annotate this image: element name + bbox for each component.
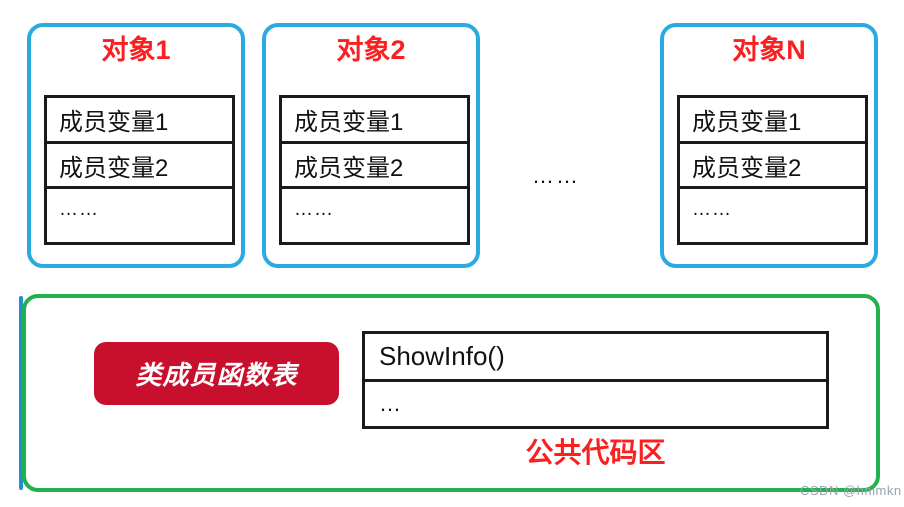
member-variable-table-2: 成员变量1 成员变量2 …… [279, 95, 470, 245]
member-function-table: ShowInfo() … [362, 331, 829, 429]
public-code-region-label: 公共代码区 [525, 437, 666, 468]
member-variable-row: 成员变量2 [47, 144, 232, 190]
member-variable-row: 成员变量1 [47, 98, 232, 144]
function-row-showinfo: ShowInfo() [365, 334, 826, 382]
public-code-region[interactable]: 类成员函数表 ShowInfo() … 公共代码区 [22, 294, 880, 492]
member-variable-table-1: 成员变量1 成员变量2 …… [44, 95, 235, 245]
member-variable-row: 成员变量2 [282, 144, 467, 190]
object-card-n[interactable]: 对象N 成员变量1 成员变量2 …… [660, 23, 878, 268]
member-variable-row-ellipsis: …… [294, 199, 334, 221]
code-region-edge-accent [19, 296, 23, 490]
object-card-1[interactable]: 对象1 成员变量1 成员变量2 …… [27, 23, 245, 268]
object-card-2[interactable]: 对象2 成员变量1 成员变量2 …… [262, 23, 480, 268]
objects-gap-ellipsis: …… [532, 163, 580, 188]
member-variable-row: 成员变量1 [282, 98, 467, 144]
object-title-n: 对象N [732, 35, 806, 65]
member-variable-row-ellipsis: …… [59, 199, 99, 221]
member-variable-table-n: 成员变量1 成员变量2 …… [677, 95, 868, 245]
class-member-function-table-badge[interactable]: 类成员函数表 [94, 342, 339, 405]
csdn-watermark: CSDN @hnimkn [800, 483, 902, 498]
object-title-1: 对象1 [101, 35, 171, 65]
member-variable-row: 成员变量2 [680, 144, 865, 190]
function-row-ellipsis: … [379, 390, 402, 416]
member-variable-row-ellipsis: …… [692, 199, 732, 221]
member-variable-row: 成员变量1 [680, 98, 865, 144]
object-title-2: 对象2 [336, 35, 406, 65]
